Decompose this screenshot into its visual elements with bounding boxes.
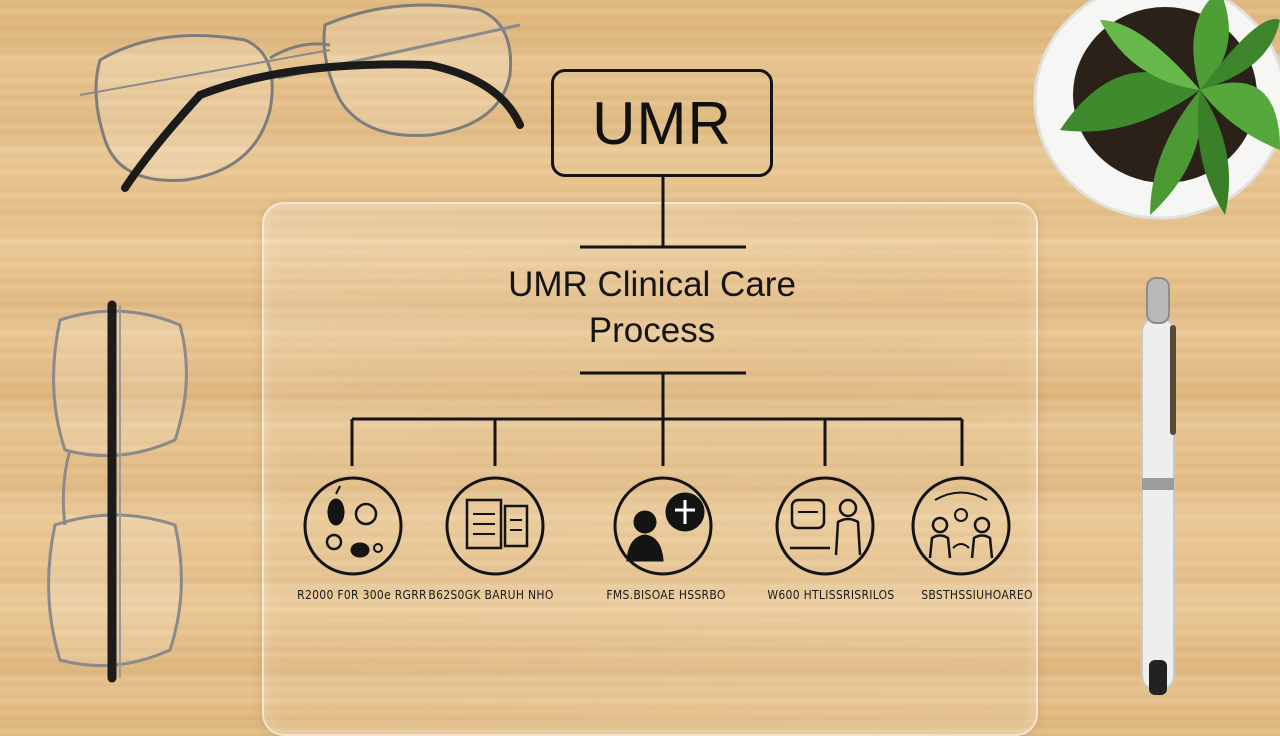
consultation-icon (775, 476, 875, 576)
process-title-line1: UMR Clinical Care (508, 265, 796, 304)
care-team-icon (911, 476, 1011, 576)
eyeglasses-top-icon (79, 3, 524, 192)
eyeglasses-side-icon (47, 300, 188, 683)
acrylic-board (262, 202, 1038, 736)
pen-icon (1141, 277, 1176, 695)
potted-plant-icon (1033, 0, 1280, 220)
step-4-label: W600 HTLISSRISRILOS (767, 588, 895, 602)
step-2-label: B62S0GK BARUH NHO (428, 588, 554, 602)
process-title-line2: Process (588, 311, 716, 350)
medical-items-icon (303, 476, 403, 576)
patient-doctor-icon (613, 476, 713, 576)
desk-objects (47, 0, 1280, 695)
umr-root-box: UMR (551, 69, 773, 177)
org-chart-connectors (350, 177, 964, 466)
step-icons (303, 476, 1011, 576)
process-title: UMR Clinical Care Process (420, 262, 884, 354)
step-1-label: R2000 F0R 300e RGRR (297, 588, 427, 602)
step-3-label: FMS.BISOAE HSSRBO (606, 588, 726, 602)
desk-scene: UMR UMR Clinical Care Process (47, 0, 1280, 736)
umr-root-label: UMR (592, 89, 732, 157)
records-clipboard-icon (445, 476, 545, 576)
step-5-label: SBSTHSSIUHOAREO (921, 588, 1033, 602)
